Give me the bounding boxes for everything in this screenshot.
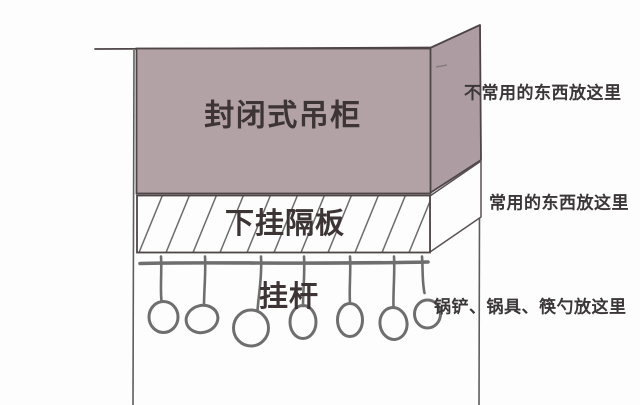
hanging-ring — [378, 255, 409, 341]
cabinet-front-panel — [135, 47, 432, 195]
left-wall-line — [132, 49, 135, 405]
hanging-ring — [288, 255, 318, 340]
shelf-label: 下挂隔板 — [225, 207, 345, 240]
annotation-rarely-used: 不常用的东西放这里 — [464, 83, 622, 103]
hanging-ring — [336, 255, 364, 338]
hanging-ring — [413, 255, 442, 330]
hanging-ring — [184, 255, 220, 335]
cabinet-label: 封闭式吊柜 — [204, 100, 362, 133]
hanging-ring — [232, 255, 270, 348]
annotation-frequently-used: 常用的东西放这里 — [489, 193, 629, 213]
hanging-rod — [138, 260, 430, 266]
shelf-front-panel — [136, 194, 431, 254]
annotation-utensils: 锅铲、锅具、筷勺放这里 — [434, 297, 627, 317]
hanging-ring — [147, 255, 180, 334]
sketch-dash — [435, 64, 448, 68]
rod-label: 挂杆 — [259, 280, 319, 313]
hanging-rings-group — [147, 255, 442, 348]
